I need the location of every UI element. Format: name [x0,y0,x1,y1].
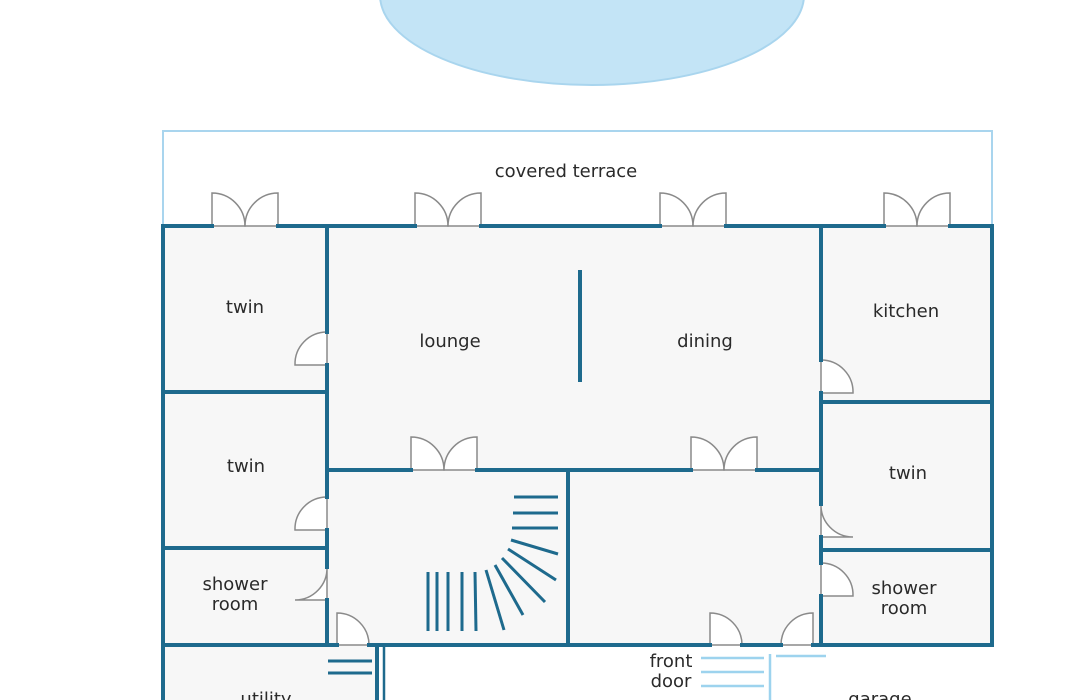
terrace-door-2 [414,192,482,227]
door-shower-right [820,562,854,597]
label-shower-left-line1: shower [203,574,269,595]
terrace-door-1 [211,192,279,227]
label-front-door-line1: front [650,651,693,672]
door-shower-left [294,566,328,601]
door-utility [336,612,370,646]
hall-door-left [410,436,478,471]
room-floors [163,226,992,700]
room-labels: covered terrace twin lounge dining kitch… [203,161,940,700]
door-twin-mid-left [294,496,328,531]
label-twin-right: twin [889,463,927,484]
label-twin-mid-left: twin [227,456,265,477]
label-garage: garage [848,689,911,700]
label-shower-left-line2: room [212,594,259,615]
door-kitchen [820,359,854,394]
staircase [426,495,559,632]
label-dining: dining [677,331,733,352]
walls [161,224,994,700]
label-front-door-line2: door [651,671,692,692]
hall-door-right [690,436,758,471]
label-lounge: lounge [419,331,480,352]
floor-twin-right [821,402,992,550]
floor-shower-left [163,548,327,645]
doors [211,192,951,646]
terrace-door-3 [659,192,727,227]
floor-entrance-hall [568,470,821,645]
floor-lounge-dining [327,226,821,470]
label-utility: utility [240,689,292,700]
covered-terrace-area [162,130,993,227]
label-shower-right-line1: shower [872,578,938,599]
door-twin-right [820,503,854,538]
floor-kitchen [821,226,992,402]
utility-steps [328,659,372,675]
pool [379,0,805,86]
label-covered-terrace: covered terrace [495,161,637,182]
front-door-steps [701,654,826,700]
label-kitchen: kitchen [873,301,939,322]
door-front [709,612,743,646]
label-shower-right-line2: room [881,598,928,619]
terrace-door-4 [883,192,951,227]
floor-shower-right [821,550,992,645]
label-twin-top-left: twin [226,297,264,318]
door-garage [780,612,814,646]
door-twin-top-left [294,331,328,366]
